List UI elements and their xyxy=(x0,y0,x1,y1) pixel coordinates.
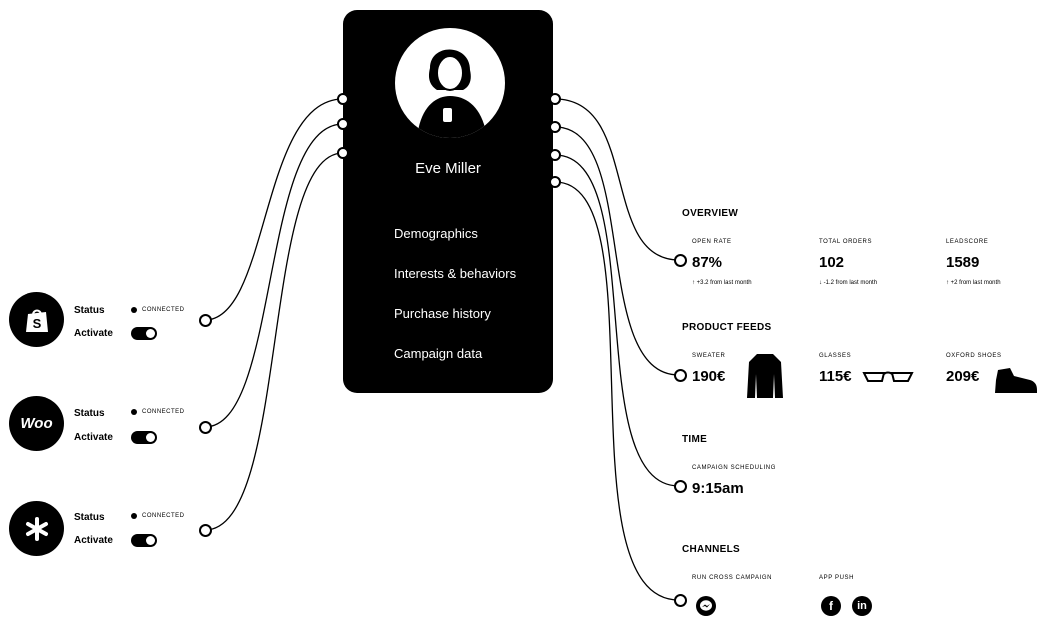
product-price: 190€ xyxy=(692,368,726,385)
metric-label: TOTAL ORDERS xyxy=(819,239,873,245)
time-connector[interactable] xyxy=(674,480,687,493)
product-label: SWEATER xyxy=(692,353,726,359)
activate-toggle[interactable] xyxy=(131,534,157,547)
messenger-icon[interactable] xyxy=(696,596,716,616)
section-product-feeds-title: PRODUCT FEEDS xyxy=(682,322,772,333)
campaign-scheduling-time: 9:15am xyxy=(692,480,744,497)
card-port-left[interactable] xyxy=(337,118,349,130)
activate-toggle[interactable] xyxy=(131,431,157,444)
metric-label: OPEN RATE xyxy=(692,239,732,245)
card-port-left[interactable] xyxy=(337,147,349,159)
menu-item-campaign-data[interactable]: Campaign data xyxy=(394,346,483,361)
profile-avatar xyxy=(395,28,505,138)
channel-label: APP PUSH xyxy=(819,575,855,581)
status-label: Status xyxy=(74,408,105,419)
card-port-right[interactable] xyxy=(549,121,561,133)
status-badge: CONNECTED xyxy=(131,513,185,519)
channel-label: RUN CROSS CAMPAIGN xyxy=(692,575,773,581)
card-port-right[interactable] xyxy=(549,149,561,161)
linkedin-icon[interactable]: in xyxy=(852,596,872,616)
metric-label: LEADSCORE xyxy=(946,239,989,245)
activate-toggle[interactable] xyxy=(131,327,157,340)
activate-label: Activate xyxy=(74,535,113,546)
metric-trend: ↑ +2 from last month xyxy=(946,280,1001,286)
menu-item-interests[interactable]: Interests & behaviors xyxy=(394,266,517,281)
shopify-icon: S xyxy=(9,292,64,347)
overview-connector[interactable] xyxy=(674,254,687,267)
channels-connector[interactable] xyxy=(674,594,687,607)
section-channels-title: CHANNELS xyxy=(682,544,740,555)
product-label: GLASSES xyxy=(819,353,852,359)
shoe-icon xyxy=(995,368,1037,393)
status-badge: CONNECTED xyxy=(131,307,185,313)
integration-connector[interactable] xyxy=(199,524,212,537)
svg-text:S: S xyxy=(32,316,41,331)
menu-item-purchase-history[interactable]: Purchase history xyxy=(394,306,491,321)
glasses-icon xyxy=(862,371,914,382)
sweater-icon xyxy=(747,354,783,398)
integration-connector[interactable] xyxy=(199,421,212,434)
status-badge: CONNECTED xyxy=(131,409,185,415)
product-feeds-connector[interactable] xyxy=(674,369,687,382)
card-port-right[interactable] xyxy=(549,176,561,188)
status-label: Status xyxy=(74,305,105,316)
metric-trend: ↓ -1.2 from last month xyxy=(819,280,878,286)
product-price: 115€ xyxy=(819,368,852,385)
facebook-icon[interactable]: f xyxy=(821,596,841,616)
woocommerce-icon: Woo xyxy=(9,396,64,451)
campaign-scheduling-label: CAMPAIGN SCHEDULING xyxy=(692,465,776,471)
product-label: OXFORD SHOES xyxy=(946,353,1002,359)
status-label: Status xyxy=(74,512,105,523)
asterisk-icon xyxy=(9,501,64,556)
metric-value: 1589 xyxy=(946,254,980,271)
integration-connector[interactable] xyxy=(199,314,212,327)
card-port-left[interactable] xyxy=(337,93,349,105)
section-time-title: TIME xyxy=(682,434,708,445)
metric-value: 102 xyxy=(819,254,845,271)
profile-name: Eve Miller xyxy=(415,160,481,177)
metric-value: 87% xyxy=(692,254,723,271)
menu-item-demographics[interactable]: Demographics xyxy=(394,226,478,241)
activate-label: Activate xyxy=(74,432,113,443)
card-port-right[interactable] xyxy=(549,93,561,105)
metric-trend: ↑ +3.2 from last month xyxy=(692,280,752,286)
profile-card: Eve Miller Demographics Interests & beha… xyxy=(343,10,553,393)
activate-label: Activate xyxy=(74,328,113,339)
product-price: 209€ xyxy=(946,368,980,385)
section-overview-title: OVERVIEW xyxy=(682,208,739,219)
